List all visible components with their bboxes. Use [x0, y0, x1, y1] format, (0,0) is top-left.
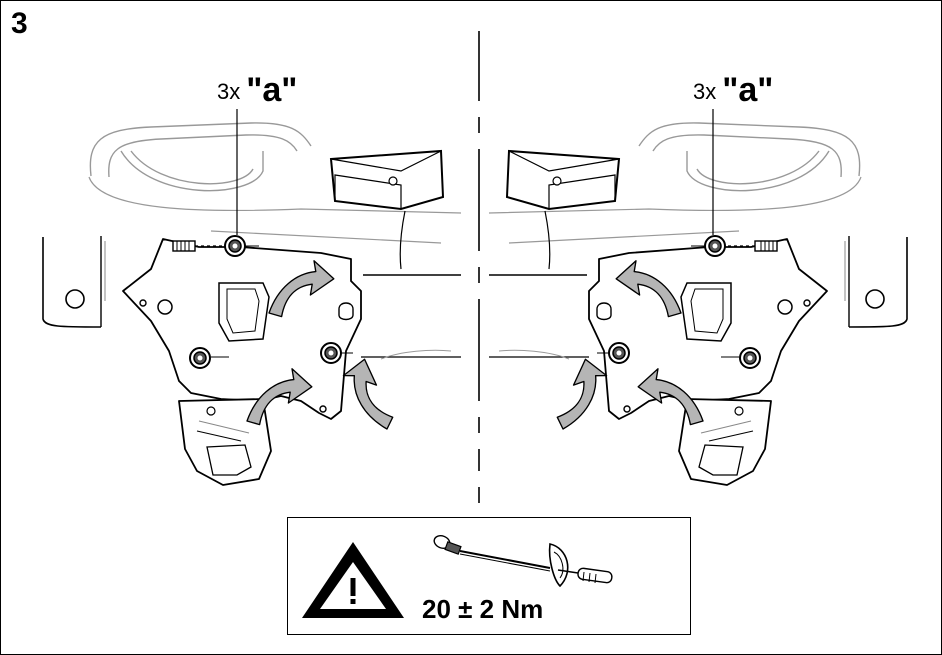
- torque-specification-box: 20 ± 2 Nm: [287, 517, 691, 635]
- right-bracket-assembly: [489, 109, 907, 485]
- torque-value: 20 ± 2 Nm: [422, 594, 544, 624]
- callout-quantity: 3x: [693, 79, 717, 104]
- fastener-callout-right: 3x"a": [693, 71, 773, 110]
- callout-reference: "a": [246, 71, 298, 109]
- fastener-callout-left: 3x"a": [217, 71, 297, 110]
- step-number: 3: [11, 7, 28, 40]
- left-bracket-assembly: [43, 109, 461, 485]
- warning-triangle-icon: [302, 542, 404, 618]
- callout-quantity: 3x: [217, 79, 241, 104]
- callout-reference: "a": [722, 71, 774, 109]
- torque-wrench-icon: [433, 535, 613, 588]
